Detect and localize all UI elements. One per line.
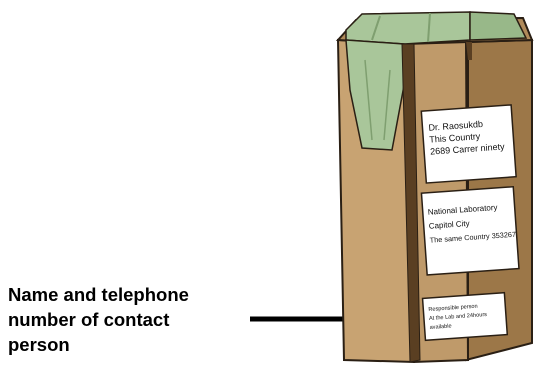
shipping-box-illustration: Dr. Raosukdb This Country 2689 Carrer ni… [0,0,534,367]
